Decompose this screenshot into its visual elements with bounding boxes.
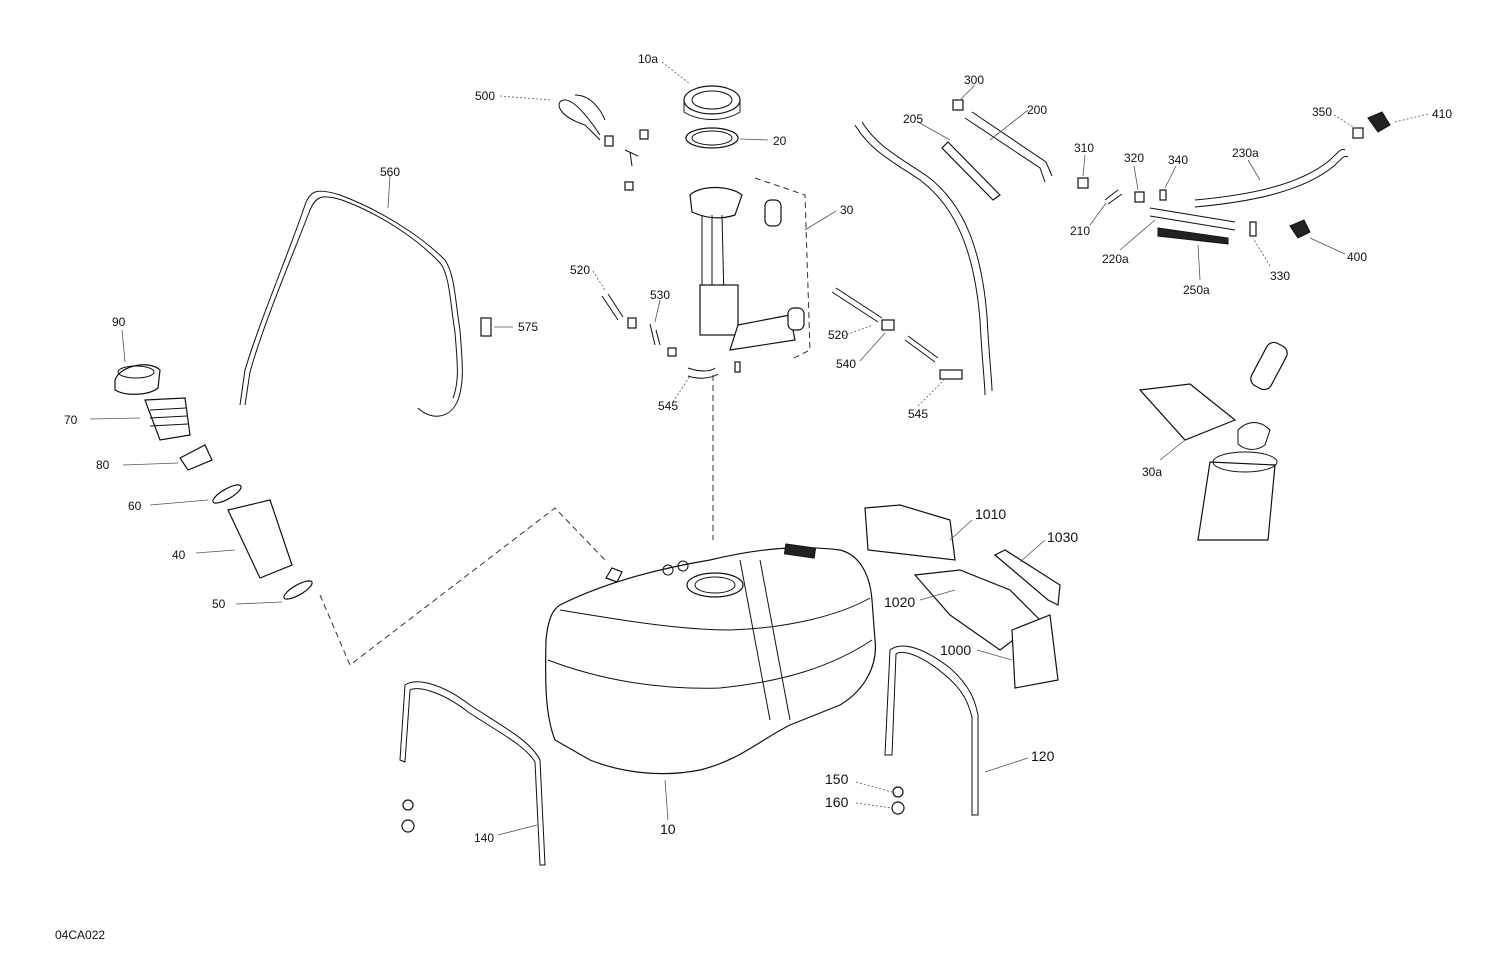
callout-350: 350 [1312,105,1332,119]
callout-70: 70 [64,413,78,427]
callout-340: 340 [1168,153,1188,167]
callout-400: 400 [1347,250,1367,264]
callout-140: 140 [474,831,494,845]
callout-205: 205 [903,112,923,126]
callout-80: 80 [96,458,110,472]
callout-545-left: 545 [658,399,678,413]
vent-line-560 [239,190,463,417]
callout-30a: 30a [1142,465,1162,479]
callout-160: 160 [825,794,849,810]
callout-20: 20 [773,134,787,148]
callout-250a: 250a [1183,283,1210,297]
heat-shield-1010 [864,504,956,561]
lock-ring [683,85,741,120]
filler-neck-assembly [114,364,313,600]
callout-575: 575 [518,320,538,334]
callout-40: 40 [172,548,186,562]
callout-545-right: 545 [908,407,928,421]
callout-90: 90 [112,315,126,329]
callout-530: 530 [650,288,670,302]
callout-1010: 1010 [975,506,1006,522]
callout-1030: 1030 [1047,529,1078,545]
callout-520-left: 520 [570,263,590,277]
callout-220a: 220a [1102,252,1129,266]
callout-410: 410 [1432,107,1452,121]
callout-230a: 230a [1232,146,1259,160]
callout-60: 60 [128,499,142,513]
callout-10: 10 [660,821,676,837]
hose-500 [558,99,601,141]
callout-560: 560 [380,165,400,179]
hose-205 [941,141,1001,201]
callout-300: 300 [964,73,984,87]
strap-140 [399,681,546,866]
heat-shield-1000 [1011,614,1059,689]
callout-150: 150 [825,771,849,787]
callout-540: 540 [836,357,856,371]
callout-210: 210 [1070,224,1090,238]
callout-520-right: 520 [828,328,848,342]
strap-120 [884,645,979,816]
callout-330: 330 [1270,269,1290,283]
fuel-pump-module [689,177,811,361]
callout-120: 120 [1031,748,1055,764]
callout-10a: 10a [638,52,658,66]
callout-500: 500 [475,89,495,103]
callout-30: 30 [840,203,854,217]
fuel-tank [544,543,877,775]
callout-1020: 1020 [884,594,915,610]
callout-320: 320 [1124,151,1144,165]
callout-1000: 1000 [940,642,971,658]
figure-id: 04CA022 [55,928,106,942]
heat-shield-1030 [993,549,1061,606]
callout-310: 310 [1074,141,1094,155]
callout-200: 200 [1027,103,1047,117]
callout-50: 50 [212,597,226,611]
fuel-pump-detail [1138,341,1288,541]
